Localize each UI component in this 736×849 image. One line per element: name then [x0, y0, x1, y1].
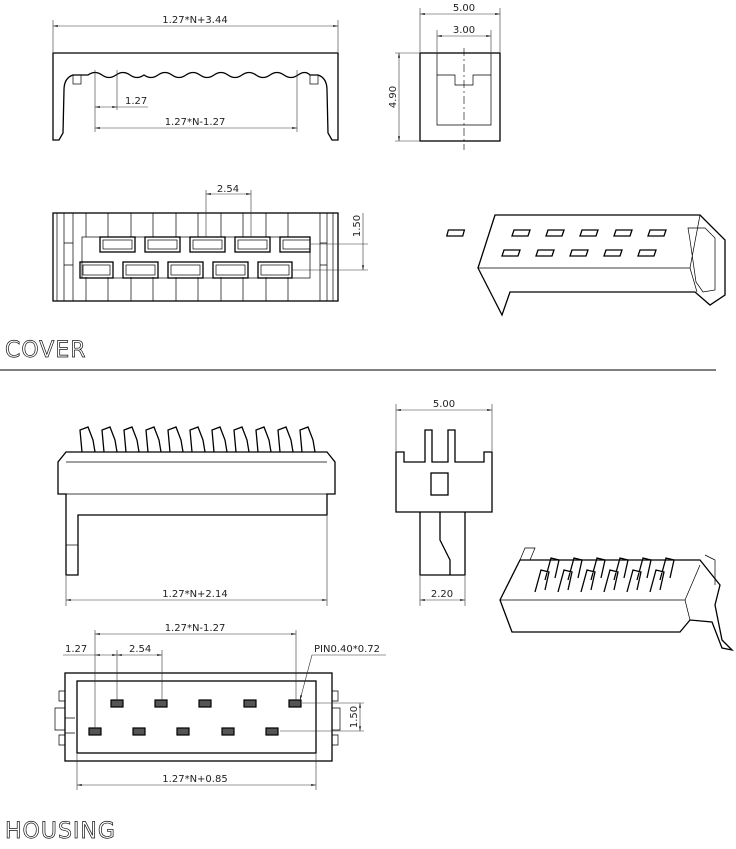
housing-overall-length-dim: 1.27*N+2.14: [162, 589, 227, 600]
cover-section-label: COVER: [5, 338, 87, 363]
cover-pitch-dim: 1.27: [125, 96, 147, 107]
housing-pin-size-label: PIN0.40*0.72: [314, 644, 380, 655]
cover-row-pitch-dim: 2.54: [217, 184, 239, 195]
housing-leg-width-dim: 2.20: [431, 589, 453, 600]
housing-contacts: [79, 426, 316, 453]
cover-bottom-view: 2.54 1.50: [52, 184, 368, 302]
housing-pins: [88, 699, 302, 736]
cover-row-offset-dim: 1.50: [352, 215, 363, 237]
housing-front-view: 1.27*N+2.14: [57, 426, 336, 606]
housing-row-pitch-dim: 2.54: [129, 644, 151, 655]
housing-section-label: HOUSING: [5, 819, 116, 844]
cover-iso-slots: [445, 229, 466, 237]
housing-body-length-dim: 1.27*N+0.85: [162, 774, 227, 785]
cover-width-dim: 5.00: [453, 3, 475, 14]
housing-side-view: 5.00 2.20: [395, 399, 493, 606]
cover-slots-bottom-row: [79, 261, 293, 279]
cover-overall-length-dim: 1.27*N+3.44: [162, 15, 227, 26]
cover-height-dim: 4.90: [388, 86, 399, 108]
housing-pin-span-dim: 1.27*N-1.27: [165, 623, 226, 634]
housing-width-dim: 5.00: [433, 399, 455, 410]
housing-row-offset-dim: 1.50: [349, 706, 360, 728]
cover-front-view: 1.27*N+3.44 1.27 1.27*N-1.27: [52, 15, 339, 141]
cover-slots-top-row: [99, 236, 311, 253]
cover-isometric-view: [445, 214, 726, 317]
cover-inner-width-dim: 3.00: [453, 25, 475, 36]
housing-isometric-view: [499, 547, 734, 652]
housing-pitch-dim: 1.27: [65, 644, 87, 655]
housing-bottom-view: 1.27*N-1.27 1.27 2.54 PIN0.40*0.72 1.50 …: [54, 623, 386, 790]
cover-side-view: 5.00 3.00 4.90: [388, 3, 501, 150]
cover-pin-span-dim: 1.27*N-1.27: [165, 117, 226, 128]
